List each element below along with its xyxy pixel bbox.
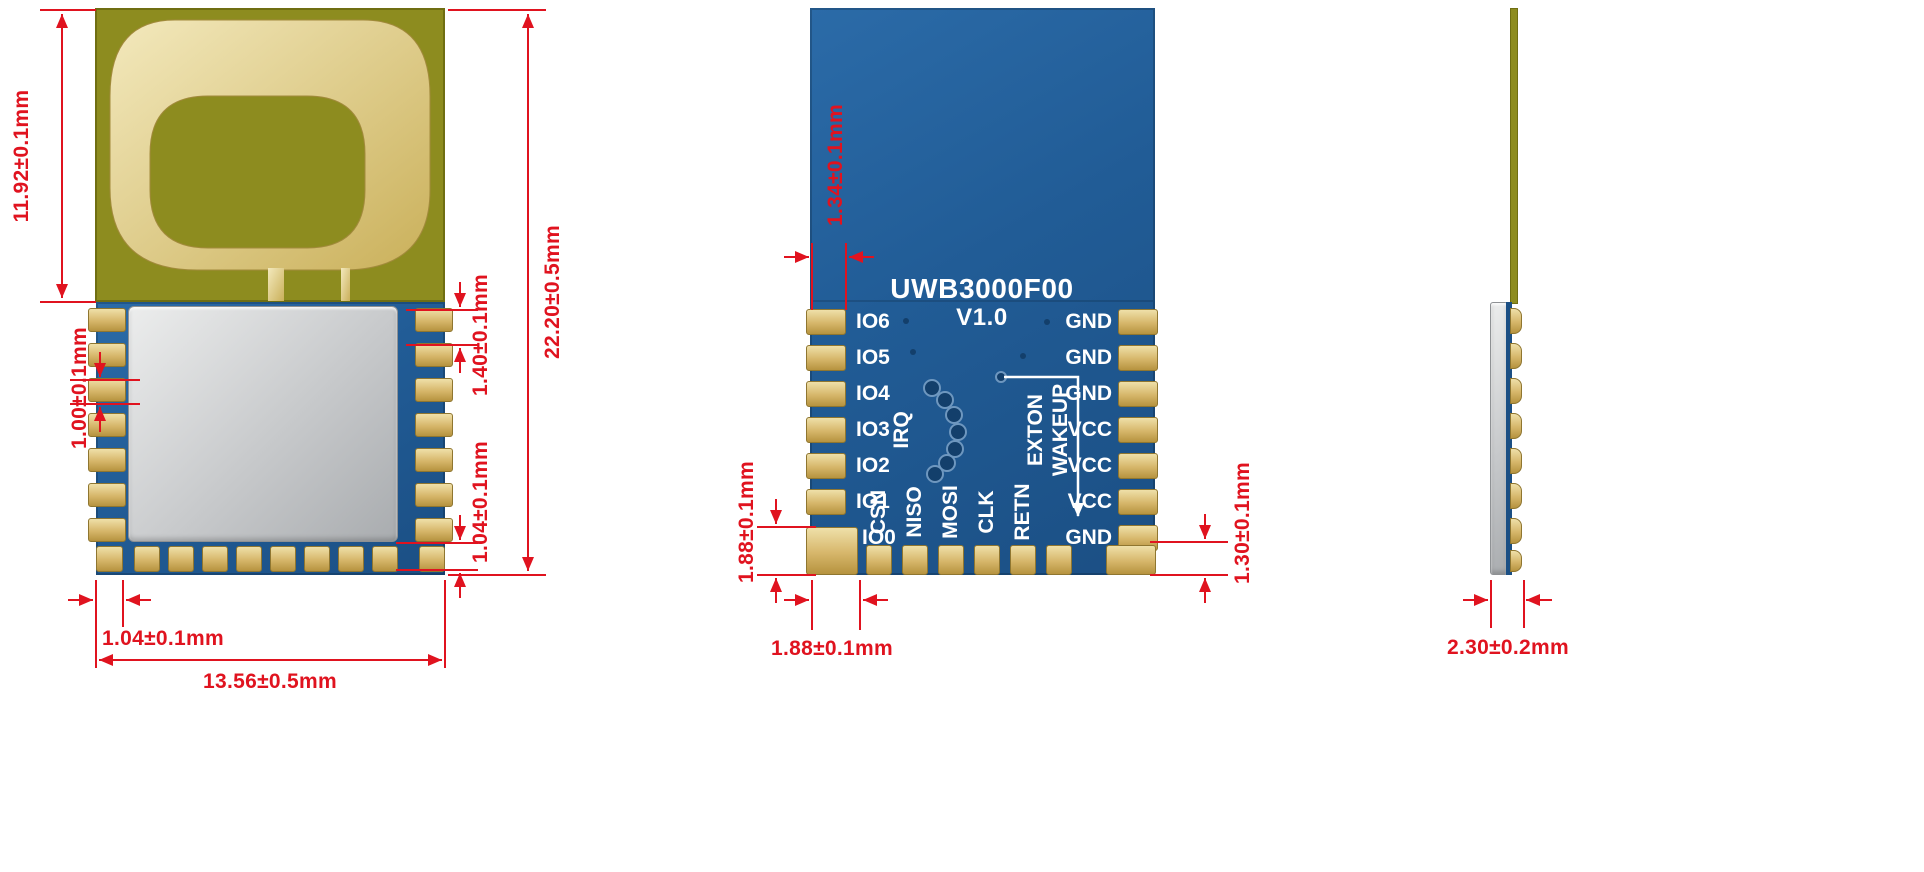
pad-io6 <box>806 309 846 335</box>
side-pad <box>1510 378 1522 404</box>
pad <box>88 378 126 402</box>
side-pad <box>1510 308 1522 334</box>
pad-niso <box>902 545 928 575</box>
side-pad <box>1510 343 1522 369</box>
side-pad <box>1510 550 1522 572</box>
dim-bottom-pad-height: 1.04±0.1mm <box>469 441 492 563</box>
pad-io0-corner <box>806 527 858 575</box>
pin-label-wakeup: WAKEUP <box>1049 383 1072 477</box>
pad-gnd <box>1118 309 1158 335</box>
pin-label-gnd-3: GND <box>1065 382 1112 405</box>
pad <box>236 546 262 572</box>
pad <box>338 546 364 572</box>
dim-back-corner-pad-width: 1.88±0.1mm <box>771 637 893 660</box>
pad-vcc <box>1118 453 1158 479</box>
dim-right-corner-pad-height: 1.30±0.1mm <box>1231 462 1254 584</box>
corner-pad <box>96 546 123 572</box>
dim-total-width: 13.56±0.5mm <box>203 670 337 693</box>
pin-label-io4: IO4 <box>856 382 890 405</box>
pad <box>304 546 330 572</box>
module-version: V1.0 <box>956 304 1008 331</box>
pad-io4 <box>806 381 846 407</box>
pin-label-io5: IO5 <box>856 346 890 369</box>
pin-label-mosi: MOSI <box>939 485 962 539</box>
pad <box>415 308 453 332</box>
pad-io3 <box>806 417 846 443</box>
pad <box>88 518 126 542</box>
pin-label-irq: IRQ <box>890 411 913 449</box>
pad <box>415 343 453 367</box>
side-pad <box>1510 518 1522 544</box>
pin-label-vcc-3: VCC <box>1067 490 1112 513</box>
pad <box>168 546 194 572</box>
pin-label-csn: CSN <box>867 489 890 535</box>
pin-label-gnd-2: GND <box>1065 346 1112 369</box>
pad <box>415 483 453 507</box>
pin-label-vcc-2: VCC <box>1067 454 1112 477</box>
side-pad <box>1510 413 1522 439</box>
dim-corner-pad-height: 1.88±0.1mm <box>735 461 758 583</box>
pad <box>134 546 160 572</box>
pad <box>88 448 126 472</box>
pin-label-exton: EXTON <box>1024 394 1047 466</box>
pad <box>88 483 126 507</box>
shield-can <box>128 306 398 542</box>
pad-gnd <box>1118 381 1158 407</box>
pad-io2 <box>806 453 846 479</box>
pad-retn <box>1010 545 1036 575</box>
pin-label-io0: IO0 <box>862 526 896 549</box>
pad-clk <box>974 545 1000 575</box>
pad-gnd-corner <box>1106 545 1156 575</box>
board-seam <box>812 300 1153 302</box>
side-pad <box>1510 483 1522 509</box>
dim-pad-inset: 1.34±0.1mm <box>824 104 847 226</box>
pin-label-gnd-4: GND <box>1065 526 1112 549</box>
pad-csn <box>866 545 892 575</box>
pin-label-niso: NISO <box>903 486 926 538</box>
pad <box>1046 545 1072 575</box>
pin-label-clk: CLK <box>975 490 998 534</box>
pad-vcc <box>1118 489 1158 515</box>
pad-vcc <box>1118 417 1158 443</box>
pad <box>415 448 453 472</box>
antenna-feed-stub <box>268 268 284 301</box>
dim-corner-pad-width: 1.04±0.1mm <box>102 627 224 650</box>
dim-pad-height: 1.00±0.1mm <box>68 327 91 449</box>
dim-antenna-height: 11.92±0.1mm <box>10 89 33 223</box>
pin-label-gnd-1: GND <box>1065 310 1112 333</box>
pad-io1 <box>806 489 846 515</box>
antenna-board <box>95 8 445 302</box>
corner-pad <box>419 546 445 572</box>
pad-mosi <box>938 545 964 575</box>
pad <box>88 308 126 332</box>
side-pcb-edge <box>1506 302 1512 575</box>
pad <box>88 343 126 367</box>
back-pcb <box>810 8 1155 575</box>
pin-label-io3: IO3 <box>856 418 890 441</box>
side-pad <box>1510 448 1522 474</box>
pin-label-io2: IO2 <box>856 454 890 477</box>
antenna-feed-stub <box>341 268 350 301</box>
pad <box>415 378 453 402</box>
pad <box>88 413 126 437</box>
pin-label-io1: IO1 <box>856 490 890 513</box>
pad-io5 <box>806 345 846 371</box>
pad-gnd <box>1118 345 1158 371</box>
dim-pad-pitch: 1.40±0.1mm <box>469 274 492 396</box>
side-antenna-edge <box>1510 8 1518 304</box>
module-title: UWB3000F00 <box>890 273 1074 304</box>
dim-thickness: 2.30±0.2mm <box>1447 636 1569 659</box>
pad <box>372 546 398 572</box>
pin-label-retn: RETN <box>1011 483 1034 541</box>
pin-label-vcc-1: VCC <box>1067 418 1112 441</box>
pin-label-io6: IO6 <box>856 310 890 333</box>
dim-total-height: 22.20±0.5mm <box>541 225 564 359</box>
pad <box>270 546 296 572</box>
pad <box>415 413 453 437</box>
pad <box>415 518 453 542</box>
pad <box>202 546 228 572</box>
